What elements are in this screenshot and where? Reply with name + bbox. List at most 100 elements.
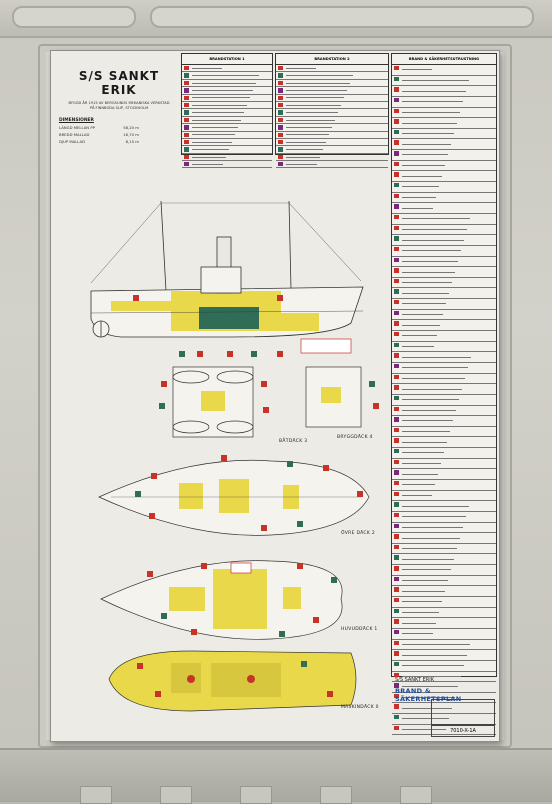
legend-symbol: [394, 300, 399, 305]
legend-line: [286, 156, 320, 158]
legend-row: [392, 363, 496, 374]
legend-row: [182, 139, 272, 147]
legend-line: [402, 654, 467, 656]
footer-plan-title: BRAND & SÄKERHETSPLAN: [395, 687, 462, 703]
legend-row: [392, 565, 496, 576]
legend-symbol: [184, 80, 189, 86]
legend-brandstation-1: BRANDSTATION 1: [181, 53, 273, 169]
legend-row: [392, 501, 496, 512]
legend-symbol: [278, 102, 283, 108]
legend-line: [402, 303, 446, 305]
legend-symbol: [394, 374, 399, 379]
legend-row: [392, 171, 496, 183]
legend-row: [392, 533, 496, 544]
legend-symbol: [394, 119, 399, 124]
deck-label-bridge: BRYGGDÄCK 4: [337, 435, 373, 440]
bottom-rail: [0, 748, 552, 804]
legend-line: [402, 463, 441, 464]
legend-symbol: [394, 661, 399, 667]
legend-symbol: [184, 125, 189, 130]
safety-symbol: [137, 663, 143, 669]
legend-row: [182, 132, 272, 139]
legend-row: [182, 72, 272, 80]
legend-line: [286, 134, 329, 136]
legend-header: BRAND & SÄKERHETSUTRUSTNING: [392, 54, 496, 65]
legend-row: [392, 150, 496, 161]
safety-symbol: [149, 513, 155, 519]
legend-symbol: [394, 76, 399, 82]
legend-row: [392, 161, 496, 172]
legend-symbol: [394, 512, 399, 518]
legend-symbol: [394, 406, 399, 411]
legend-row: [392, 576, 496, 587]
legend-symbol: [184, 147, 189, 152]
legend-line: [402, 505, 469, 507]
legend-row: [392, 65, 496, 76]
legend-row: [392, 267, 496, 278]
safety-symbol: [251, 351, 257, 357]
legend-symbol: [394, 534, 399, 539]
dimension-row: DJUP MALLAD 8,15 m: [59, 139, 139, 144]
boat-deck-plan: [172, 338, 362, 438]
legend-line: [192, 156, 226, 158]
legend-line: [402, 537, 460, 539]
legend-row: [392, 608, 496, 619]
legend-row: [276, 95, 388, 102]
legend-line: [402, 101, 463, 103]
legend-rows: [276, 65, 388, 169]
legend-row: [392, 76, 496, 87]
legend-line: [402, 122, 457, 124]
legend-line: [286, 75, 353, 77]
rail-bar: [160, 786, 192, 804]
legend-row: [182, 102, 272, 110]
dimensions-heading: DIMENSIONER: [59, 118, 94, 124]
legend-symbol: [394, 214, 399, 220]
rail-bar: [400, 786, 432, 804]
safety-symbols: [135, 351, 379, 697]
legend-line: [402, 239, 464, 241]
legend-symbol: [394, 640, 399, 645]
poster-title: S/S SANKT ERIK: [78, 69, 160, 97]
legend-symbol: [184, 110, 189, 115]
deck-label-engine: MASKINDÄCK 0: [341, 705, 379, 710]
engine-deck-plan: [108, 650, 357, 712]
legend-line: [402, 79, 469, 81]
safety-symbol: [161, 381, 167, 387]
legend-row: [392, 320, 496, 332]
safety-symbol: [227, 351, 233, 357]
legend-row: [392, 469, 496, 480]
legend-symbol: [394, 289, 399, 294]
legend-line: [402, 675, 461, 677]
legend-row: [182, 124, 272, 132]
legend-symbol: [394, 151, 399, 156]
legend-line: [402, 133, 454, 134]
dimension-value: 8,15 m: [125, 139, 139, 145]
legend-row: [392, 257, 496, 268]
legend-line: [402, 590, 445, 592]
legend-row: [392, 597, 496, 608]
dimension-value: 16,70 m: [123, 132, 139, 138]
safety-symbol: [277, 351, 283, 357]
legend-line: [402, 686, 458, 688]
legend-line: [192, 127, 238, 128]
legend-line: [192, 82, 256, 84]
legend-row: [182, 80, 272, 88]
legend-row: [392, 214, 496, 225]
legend-line: [192, 67, 222, 69]
legend-line: [402, 558, 454, 560]
legend-line: [402, 250, 461, 252]
legend-line: [402, 718, 449, 720]
legend-row: [392, 331, 496, 342]
legend-symbol: [184, 132, 189, 137]
legend-line: [402, 612, 439, 613]
legend-row: [392, 203, 496, 214]
legend-symbol: [394, 683, 399, 688]
legend-line: [402, 356, 471, 358]
legend-line: [192, 97, 250, 99]
legend-line: [402, 548, 457, 549]
legend-line: [286, 112, 338, 114]
legend-line: [402, 377, 465, 379]
legend-row: [392, 86, 496, 97]
legend-symbol: [394, 140, 399, 145]
legend-symbol: [394, 204, 399, 209]
